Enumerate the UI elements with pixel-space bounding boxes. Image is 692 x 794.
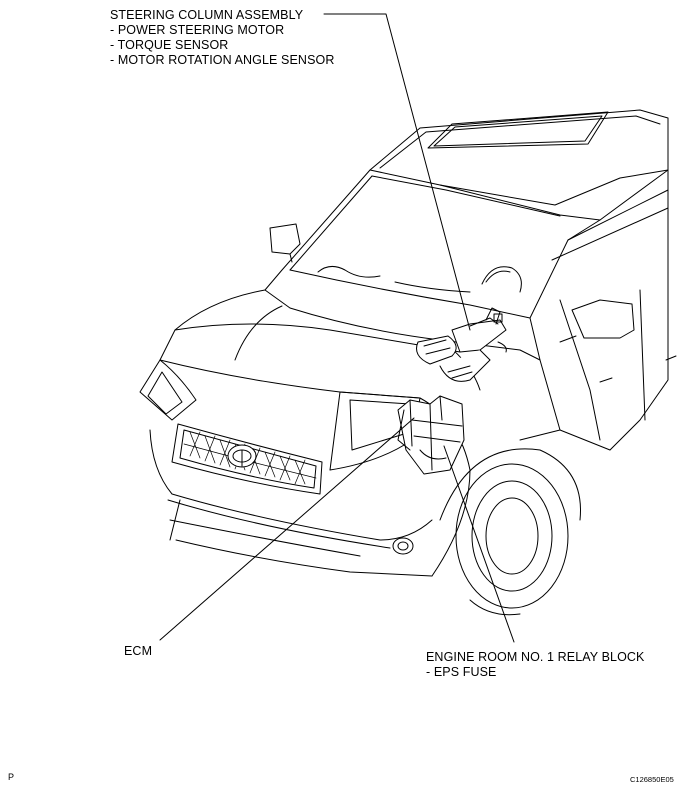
- relay-block-callout: ENGINE ROOM NO. 1 RELAY BLOCK - EPS FUSE: [426, 650, 644, 680]
- steering-column-item: - TORQUE SENSOR: [110, 38, 229, 52]
- fog-light: [393, 538, 413, 554]
- grille: [172, 424, 322, 494]
- steering-column-item: - POWER STEERING MOTOR: [110, 23, 285, 37]
- ecm-leader: [160, 418, 414, 640]
- figure-code-left: P: [8, 772, 15, 782]
- ecm-label: ECM: [124, 644, 153, 658]
- relay-block-ecm: [398, 396, 464, 474]
- steering-leader: [324, 14, 470, 330]
- headlight-left: [140, 360, 196, 420]
- steering-column-assembly: [417, 308, 507, 381]
- leader-lines: [160, 14, 514, 642]
- front-wheel: [440, 449, 581, 615]
- relay-block-item: - EPS FUSE: [426, 665, 497, 679]
- roof: [370, 110, 668, 205]
- steering-column-title: STEERING COLUMN ASSEMBLY: [110, 8, 304, 22]
- relay-block-title: ENGINE ROOM NO. 1 RELAY BLOCK: [426, 650, 645, 664]
- steering-column-item: - MOTOR ROTATION ANGLE SENSOR: [110, 53, 335, 67]
- windshield: [265, 170, 600, 318]
- relay-leader: [444, 446, 514, 642]
- side-mirror-left: [270, 224, 300, 262]
- body-side: [520, 170, 676, 450]
- side-mirror-right: [560, 300, 634, 342]
- steering-column-callout: STEERING COLUMN ASSEMBLY - POWER STEERIN…: [110, 8, 334, 68]
- figure-code-right: C126850E05: [630, 775, 674, 784]
